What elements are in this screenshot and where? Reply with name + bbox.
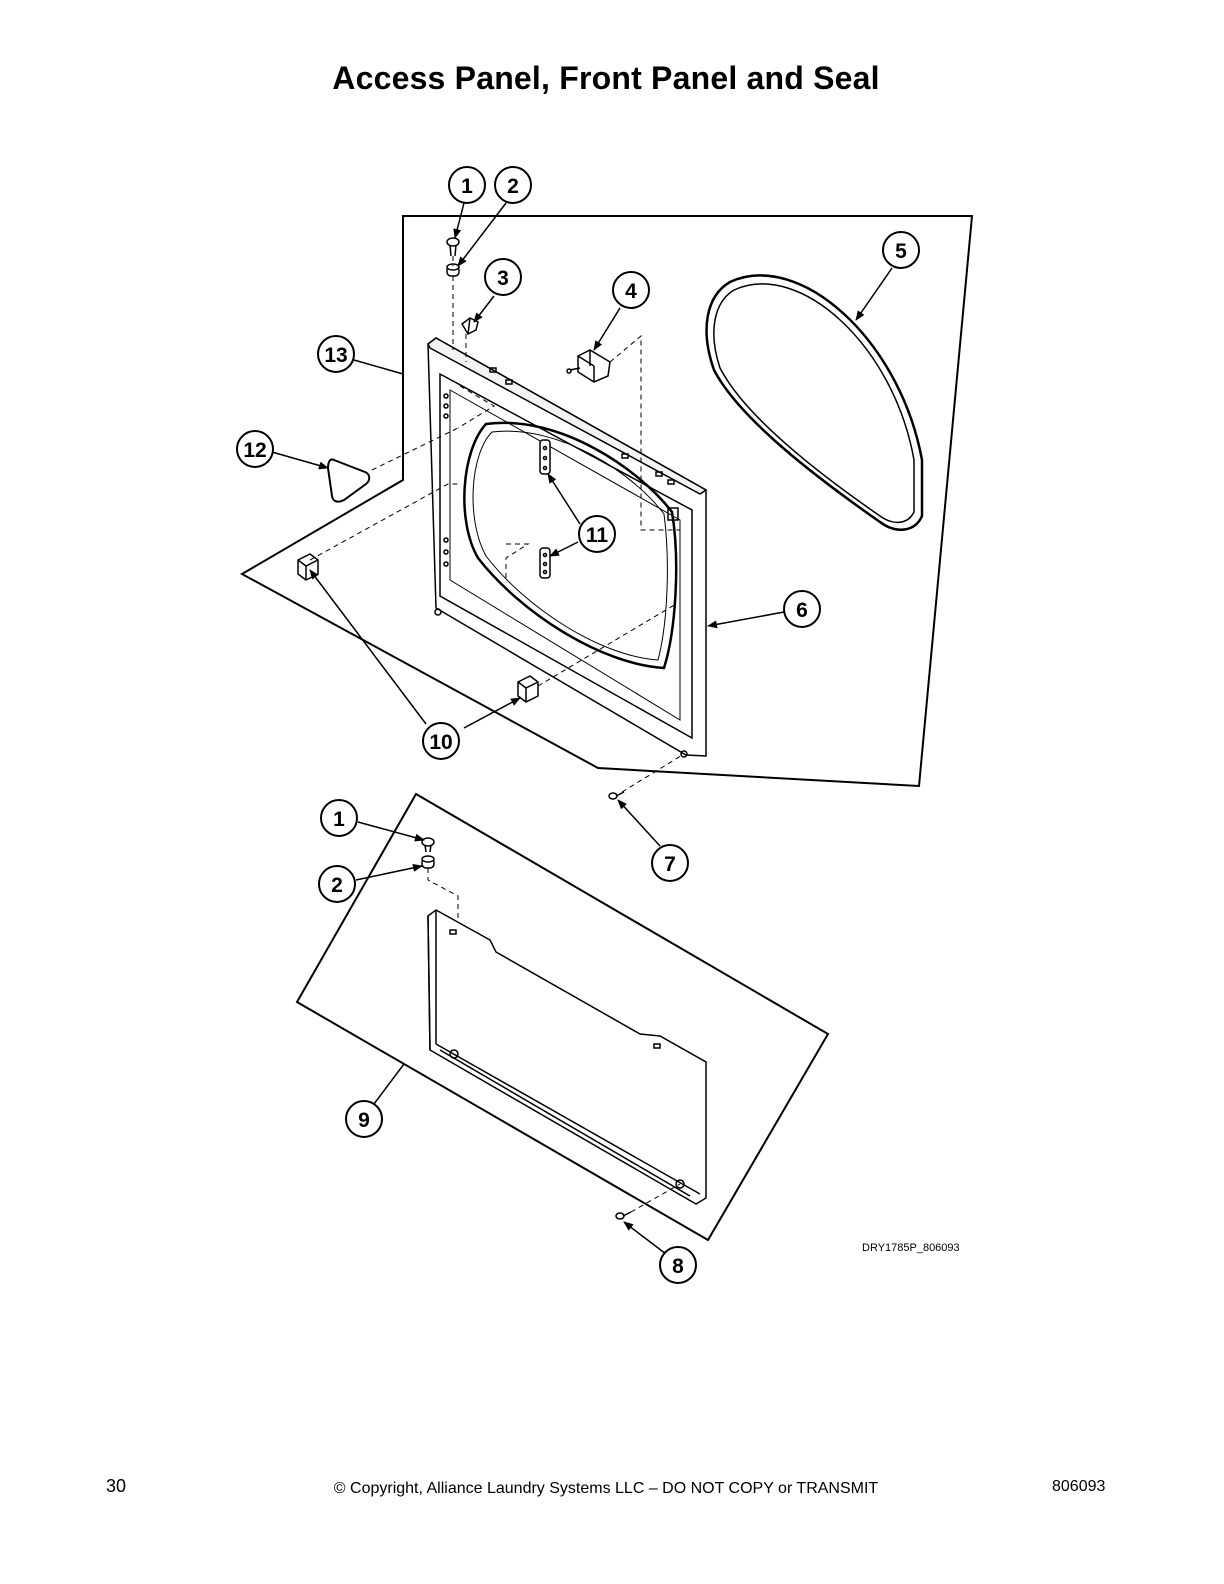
callout-7-label: 7 [664,853,676,876]
callout-1-label: 1 [333,808,345,831]
lower-fasteners [421,837,632,1220]
upper-assembly-boundary [239,215,974,788]
callout-3-label: 3 [497,267,509,290]
door-seal [705,274,924,531]
callout-4-label: 4 [625,280,637,303]
lower-assembly-boundary [295,792,830,1242]
callout-2-top: 2 [494,166,532,204]
callout-6: 6 [783,590,821,628]
callout-1-label: 1 [461,175,473,198]
assembly-guide-lines [309,256,685,1213]
callout-13-label: 13 [324,344,347,367]
callout-8: 8 [659,1246,697,1284]
upper-fasteners [446,237,625,800]
document-number: 806093 [1052,1478,1106,1495]
callout-2-label: 2 [331,874,343,897]
callout-5-label: 5 [895,240,907,263]
callout-5: 5 [882,231,920,269]
callout-1-top: 1 [448,166,486,204]
callout-1-bottom: 1 [320,799,358,837]
callout-7: 7 [651,844,689,882]
callout-12: 12 [236,430,274,468]
copyright-notice: © Copyright, Alliance Laundry Systems LL… [333,1480,879,1497]
callout-9: 9 [345,1100,383,1138]
callout-8-label: 8 [672,1255,684,1278]
triangle-insert [326,458,371,503]
callout-13: 13 [317,335,355,373]
callout-10: 10 [422,722,460,760]
page-number: 30 [106,1476,127,1496]
leader-lines [271,202,893,1255]
callout-6-label: 6 [796,599,808,622]
callout-2-bottom: 2 [318,865,356,903]
door-switch [566,349,611,383]
callout-10-label: 10 [429,731,452,754]
callout-11-label: 11 [586,524,609,547]
callout-9-label: 9 [358,1109,370,1132]
callout-12-label: 12 [243,439,266,462]
hinge-brackets [539,439,551,579]
callout-2-label: 2 [507,175,519,198]
drawing-code: DRY1785P_806093 [862,1242,960,1254]
access-panel [427,909,707,1205]
callout-11: 11 [578,515,616,553]
page-title: Access Panel, Front Panel and Seal [332,60,880,96]
callout-3: 3 [484,258,522,296]
callout-4: 4 [612,271,650,309]
